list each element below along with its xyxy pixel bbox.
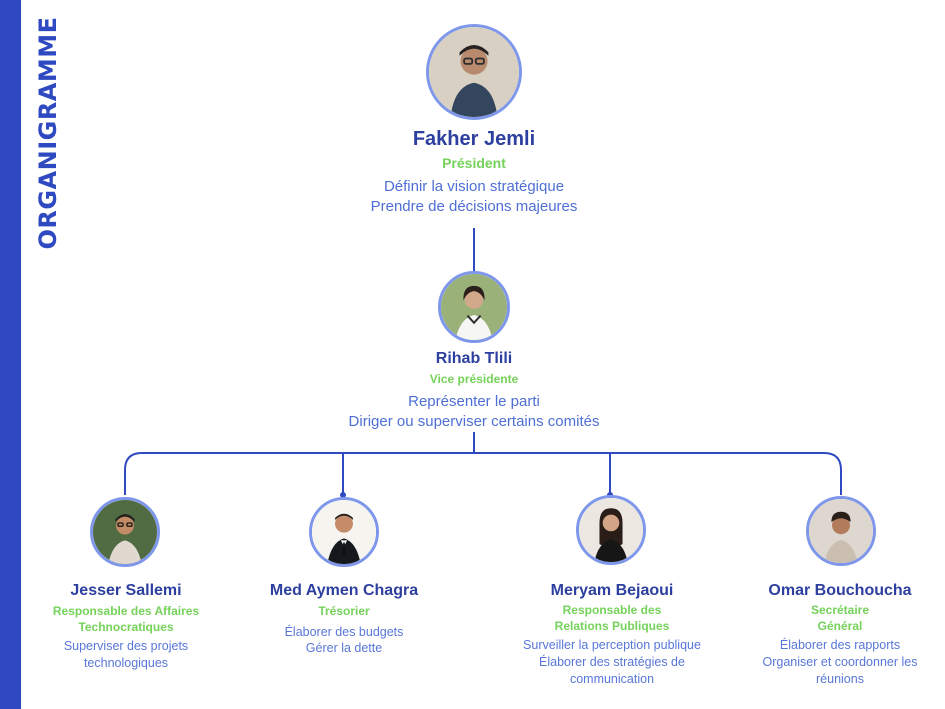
page-title: ORGANIGRAMME [34, 16, 62, 250]
vice-president-duty-2: Diriger ou superviser certains comités [348, 413, 600, 431]
person-photo-icon [93, 500, 157, 564]
person-photo-icon [312, 500, 376, 564]
president-name: Fakher Jemli [412, 128, 536, 150]
president-role: Président [442, 155, 506, 171]
avatar-secretaire [806, 496, 876, 566]
node-vice-president: Rihab Tlili Vice présidente Représenter … [306, 348, 642, 433]
secretaire-duty-3: réunions [816, 671, 864, 686]
techno-duty-2: technologiques [83, 656, 169, 671]
tresorier-role: Trésorier [318, 604, 370, 618]
connector-dot-tresorier [340, 492, 346, 498]
vice-president-role: Vice présidente [429, 372, 519, 386]
techno-role-2: Technocratiques [78, 619, 174, 634]
techno-role-1: Responsable des Affaires [52, 604, 200, 618]
president-duty-1: Définir la vision stratégique [383, 178, 565, 195]
vice-president-duty-1: Représenter le parti [408, 393, 540, 410]
node-relations: Meryam Bejaoui Responsable des Relations… [500, 580, 724, 688]
avatar-tresorier [309, 497, 379, 567]
tresorier-duty-2: Gérer la dette [305, 641, 383, 656]
node-secretaire: Omar Bouchoucha Secrétaire Général Élabo… [740, 580, 940, 688]
secretaire-duty-2: Organiser et coordonner les [762, 655, 918, 670]
left-accent-bar [0, 0, 21, 709]
techno-name: Jesser Sallemi [70, 582, 182, 599]
secretaire-role-2: Général [817, 618, 863, 633]
relations-duty-2: Élaborer des stratégies de [539, 655, 685, 670]
relations-name: Meryam Bejaoui [550, 582, 674, 599]
node-tresorier: Med Aymen Chagra Trésorier Élaborer des … [244, 580, 444, 657]
node-president: Fakher Jemli Président Définir la vision… [340, 126, 608, 218]
secretaire-role-1: Secrétaire [810, 603, 870, 617]
relations-duty-3: communication [569, 671, 655, 686]
relations-role-2: Relations Publiques [554, 618, 670, 633]
person-photo-icon [809, 499, 873, 563]
relations-duty-1: Surveiller la perception publique [523, 638, 701, 653]
avatar-president [426, 24, 522, 120]
techno-duty-1: Superviser des projets [63, 639, 189, 654]
branch-connector [124, 452, 842, 495]
person-photo-icon [579, 498, 643, 562]
person-photo-icon [441, 274, 507, 340]
avatar-vice-president [438, 271, 510, 343]
relations-role-1: Responsable des [562, 603, 662, 617]
president-duty-2: Prendre de décisions majeures [370, 198, 578, 216]
secretaire-name: Omar Bouchoucha [768, 582, 912, 599]
node-techno: Jesser Sallemi Responsable des Affaires … [26, 580, 226, 672]
tresorier-name: Med Aymen Chagra [269, 582, 419, 599]
secretaire-duty-1: Élaborer des rapports [779, 638, 901, 653]
avatar-relations [576, 495, 646, 565]
vice-president-name: Rihab Tlili [435, 350, 513, 367]
avatar-techno [90, 497, 160, 567]
person-photo-icon [429, 27, 519, 117]
tresorier-duty-1: Élaborer des budgets [284, 624, 404, 639]
